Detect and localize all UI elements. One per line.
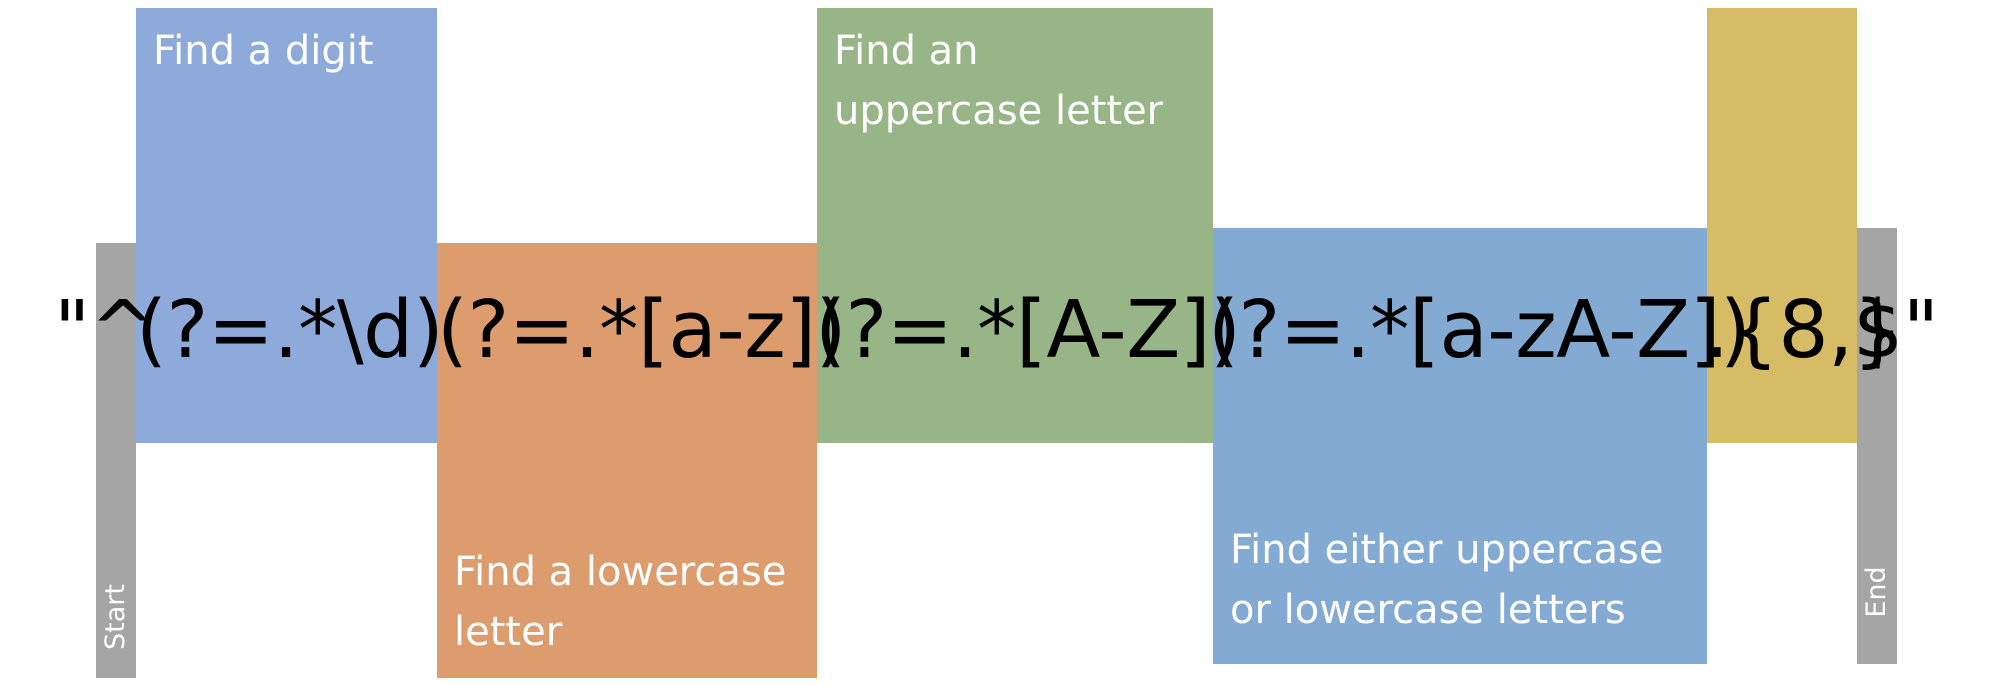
either-case-block-label: Find either uppercase or lowercase lette… — [1230, 527, 1664, 633]
uppercase-lookahead-block: Find an uppercase letter — [817, 8, 1213, 443]
start-anchor-label: Start — [100, 584, 131, 650]
regex-digit-lookahead: (?=.*\d) — [136, 284, 444, 376]
start-anchor-bar: Start — [96, 243, 136, 678]
regex-length-quantifier: .{8,} — [1704, 284, 1903, 376]
end-anchor-bar: End — [1857, 228, 1897, 664]
length-quantifier-block — [1707, 8, 1857, 443]
regex-open-quote-caret: "^ — [54, 284, 156, 376]
regex-either-case-lookahead: (?=.*[a-zA-Z]) — [1208, 284, 1751, 376]
regex-uppercase-lookahead: (?=.*[A-Z]) — [815, 284, 1241, 376]
lowercase-lookahead-block: Find a lowercase letter — [437, 243, 817, 678]
end-anchor-label: End — [1861, 566, 1892, 618]
regex-end-dollar-quote: $" — [1853, 284, 1939, 376]
digit-lookahead-block: Find a digit — [136, 8, 437, 443]
regex-lowercase-lookahead: (?=.*[a-z]) — [437, 284, 846, 376]
digit-block-label: Find a digit — [153, 28, 374, 74]
uppercase-block-label: Find an uppercase letter — [834, 28, 1164, 134]
lowercase-block-label: Find a lowercase letter — [454, 549, 787, 655]
either-case-lookahead-block: Find either uppercase or lowercase lette… — [1213, 228, 1707, 664]
